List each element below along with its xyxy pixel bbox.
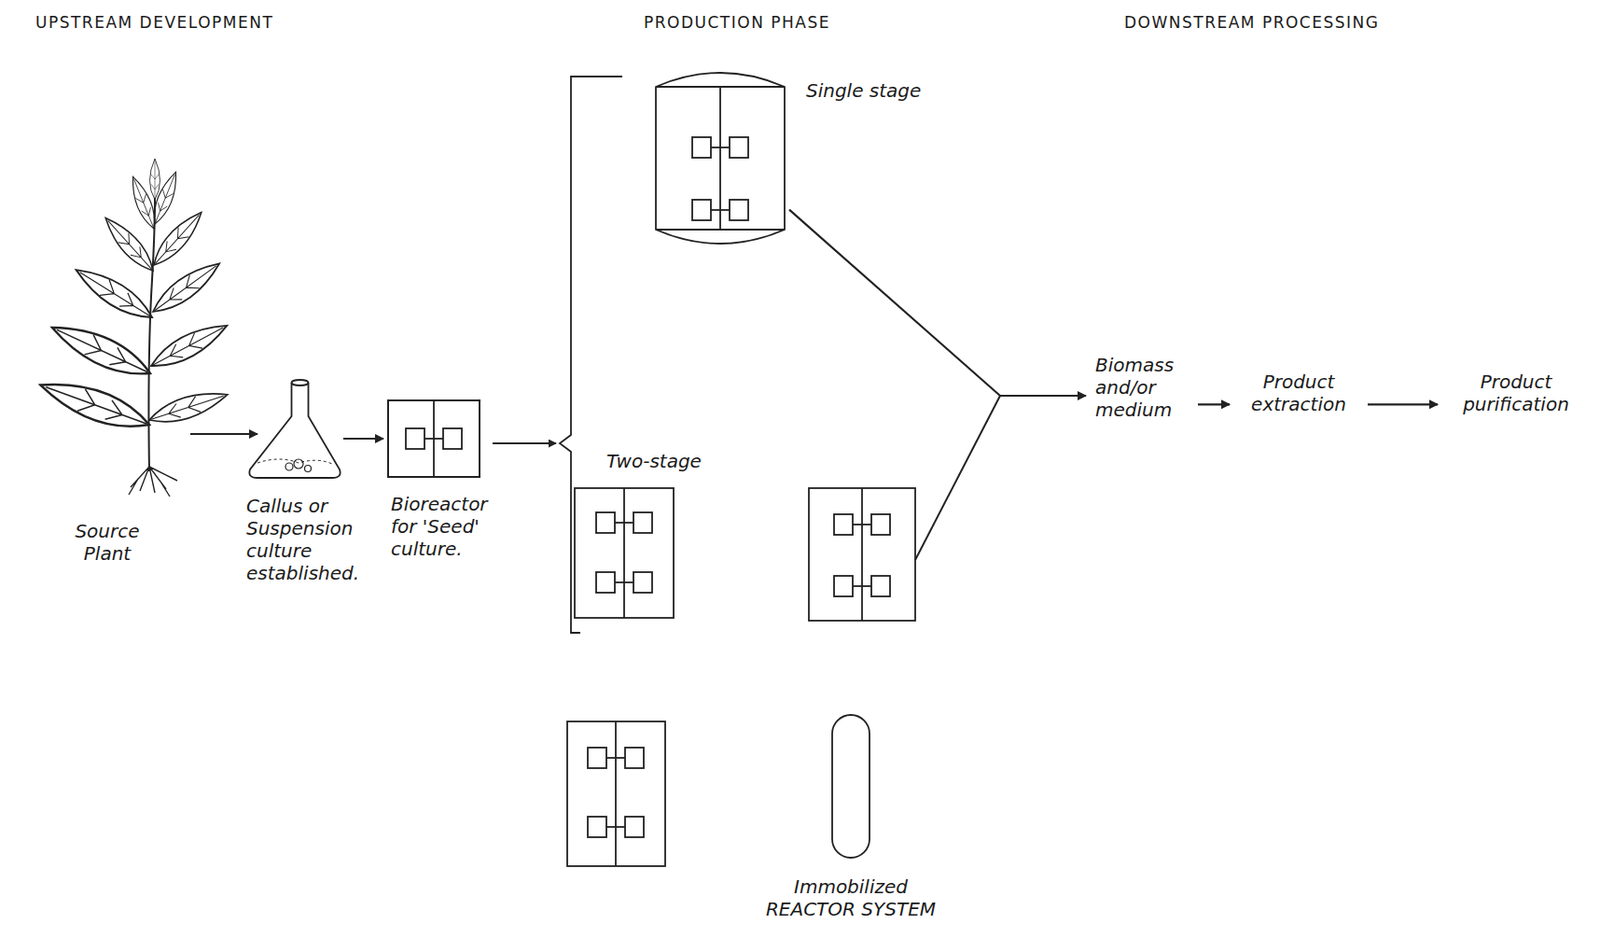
- source-plant-drawing: [35, 158, 232, 497]
- product-purification: Product purification: [1441, 366, 1591, 419]
- reactor-outline: [654, 66, 786, 251]
- node-text: Product purification: [1446, 370, 1586, 416]
- culture-flask: Callus or Suspension culture established…: [261, 380, 340, 480]
- node-text: Bioreactor for 'Seed' culture.: [390, 492, 515, 560]
- node-text: Single stage: [806, 79, 947, 102]
- node-text: Biomass and/or medium: [1095, 353, 1189, 421]
- product-extraction: Product extraction: [1233, 366, 1364, 419]
- reactor-label: Immobilized REACTOR SYSTEM: [757, 875, 945, 920]
- node-text: Source Plant: [65, 519, 150, 565]
- flow-arrow: [1197, 403, 1230, 405]
- single-stage-reactor: Single stage: [654, 66, 786, 251]
- source-plant: Source Plant: [18, 191, 187, 574]
- merge-line: [915, 395, 1001, 560]
- flow-arrow: [789, 209, 1086, 396]
- culture-flask: [249, 379, 340, 478]
- node-text: Product extraction: [1238, 370, 1359, 416]
- phase-heading: DOWNSTREAM PROCESSING: [1124, 11, 1461, 34]
- two-stage-reactor: [574, 487, 916, 621]
- bracket: [559, 76, 623, 633]
- flow-arrow: [1367, 403, 1438, 405]
- seed-arrow: [492, 442, 557, 445]
- biomass-box: Biomass and/or medium: [1089, 349, 1195, 425]
- seed-bioreactor: Bioreactor for 'Seed' culture.: [387, 399, 481, 478]
- phase-heading: PRODUCTION PHASE: [643, 11, 924, 34]
- flow-arrow: [343, 437, 384, 440]
- phase-heading: UPSTREAM DEVELOPMENT: [35, 11, 353, 34]
- node-text: Callus or Suspension culture established…: [246, 494, 387, 585]
- flow-arrow: [190, 432, 258, 435]
- stage-label: Two-stage: [606, 449, 738, 473]
- immobilized-reactor: [567, 714, 870, 866]
